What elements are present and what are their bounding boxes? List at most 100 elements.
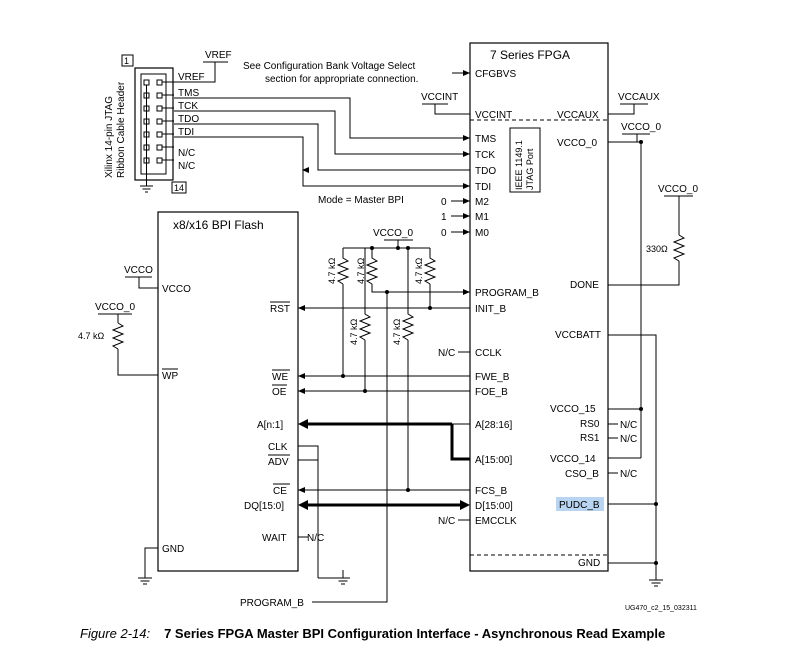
figure-caption: Figure 2-14:7 Series FPGA Master BPI Con… [80,626,780,641]
vccint-label: VCCINT [421,92,458,103]
rs1-nc: N/C [620,434,637,445]
flash-pin-we: WE [272,372,288,383]
fpga-pin-vccint: VCCINT [475,110,512,121]
flash-pin-clk: CLK [268,442,288,453]
resistor-top-1 [336,248,350,285]
hdr-pin-nc1: N/C [178,148,195,159]
fpga-pin-cclk: CCLK [475,348,502,359]
r-mid-2-label: 4.7 kΩ [392,318,402,345]
flash-pin-wait: WAIT [262,533,287,544]
fpga-block: 7 Series FPGA IEEE 1149.1 JTAG Port CFGB… [469,42,609,572]
hdr-pin-vref: VREF [178,72,205,83]
vcco0-right-label: VCCO_0 [621,122,661,133]
r330-label: 330Ω [646,244,668,254]
fpga-pin-done: DONE [570,280,599,291]
fpga-pin-fwe-b: FWE_B [475,372,510,383]
resistor-mid-1 [358,248,372,341]
program-b-bottom-label: PROGRAM_B [240,598,304,609]
m1-value: 1 [441,212,447,223]
m0-value: 0 [441,228,447,239]
hdr-pin-nc2: N/C [178,161,195,172]
fpga-pin-tdo: TDO [475,166,496,177]
cfg-note-line2: section for appropriate connection. [265,74,418,85]
figure-id: UG470_c2_15_032311 [625,605,697,612]
fpga-pin-emcclk: EMCCLK [475,516,517,527]
flash-pin-rst: RST [270,304,290,315]
header-label-2: Ribbon Cable Header [116,81,127,178]
hdr-pin-tdo: TDO [178,114,199,125]
fpga-pin-pudc-b: PUDC_B [559,500,600,511]
header-inner [140,73,167,175]
flash-pin-wp: WP [162,371,178,382]
flash-pin-adv: ADV [268,457,289,468]
cfg-note-line1: See Configuration Bank Voltage Select [243,61,416,72]
figure-number: Figure 2-14: [80,626,151,641]
flash-pin-oe: OE [272,387,287,398]
wait-nc: N/C [307,533,324,544]
jtag-port-line1: IEEE 1149.1 [514,140,524,190]
resistor-330 [672,234,686,262]
fpga-title: 7 Series FPGA [490,48,570,62]
fpga-pin-fcs-b: FCS_B [475,486,508,497]
resistor-mid-2 [401,248,415,341]
header-label-1: Xilinx 14-pin JTAG [104,96,115,178]
fpga-pin-rs0: RS0 [580,419,600,430]
fpga-pin-vccbatt: VCCBATT [555,330,601,341]
vcco0-done-label: VCCO_0 [658,184,698,195]
m2-value: 0 [441,197,447,208]
fpga-pin-vccaux: VCCAUX [557,110,599,121]
fpga-pin-gnd: GND [578,558,600,569]
resistor-top-2 [365,248,379,285]
resistor-top-3 [423,248,437,285]
jtag-port-box [509,127,541,193]
fpga-pin-a28-16: A[28:16] [475,420,512,431]
vcco0-wp-label: VCCO_0 [95,302,135,313]
header-ground-symbol [140,185,153,193]
fpga-pin-tck: TCK [475,150,495,161]
flash-pin-vcco: VCCO [162,284,191,295]
r-wp-label: 4.7 kΩ [78,331,105,341]
fpga-pin-cfgbvs: CFGBVS [475,69,516,80]
fpga-pin-vcco-0: VCCO_0 [557,138,597,149]
r-mid-1-label: 4.7 kΩ [349,318,359,345]
flash-pin-gnd: GND [162,544,184,555]
flash-pin-dq: DQ[15:0] [244,501,284,512]
hdr-pin-tck: TCK [178,101,198,112]
pin1-box [121,54,134,67]
flash-title: x8/x16 BPI Flash [173,218,264,232]
r-top-3-label: 4.7 kΩ [414,257,424,284]
jtag-header: 1 14 Xilinx 14-pin JTAG Ribbon Cable Hea… [104,50,232,194]
fpga-pin-program-b: PROGRAM_B [475,288,539,299]
pudc-highlight [556,497,604,511]
flash-block: x8/x16 BPI Flash VCCO RST WE OE A[n:1] C… [157,211,299,572]
fpga-pin-a15-00: A[15:00] [475,455,512,466]
hdr-pin-tdi: TDI [178,127,194,138]
fpga-pin-vcco-15: VCCO_15 [550,404,596,415]
fpga-pin-d15-00: D[15:00] [475,501,513,512]
flash-pin-ce: CE [273,486,287,497]
fpga-pin-cso-b: CSO_B [565,469,599,480]
fpga-ground-symbol [649,579,663,587]
vcco-flash-label: VCCO [124,265,153,276]
r-top-2-label: 4.7 kΩ [356,257,366,284]
jtag-port-line2: JTAG Port [525,148,535,190]
resistor-wp [111,322,125,350]
vcco0-center-label: VCCO_0 [373,228,413,239]
cso-nc: N/C [620,469,637,480]
r-top-1-label: 4.7 kΩ [327,257,337,284]
fpga-pin-m0: M0 [475,228,489,239]
fpga-pin-tms: TMS [475,134,496,145]
flash-pin-an1: A[n:1] [257,420,283,431]
pin14-box [171,181,187,194]
fpga-pin-m1: M1 [475,212,489,223]
vccaux-label: VCCAUX [618,92,660,103]
fpga-pin-rs1: RS1 [580,433,600,444]
mode-label: Mode = Master BPI [318,195,404,206]
fpga-body [469,42,609,572]
cclk-nc: N/C [438,348,455,359]
fpga-pin-vcco-14: VCCO_14 [550,454,596,465]
fpga-pin-init-b: INIT_B [475,304,506,315]
pin14-label: 14 [174,183,184,193]
pin1-label: 1 [124,56,129,66]
